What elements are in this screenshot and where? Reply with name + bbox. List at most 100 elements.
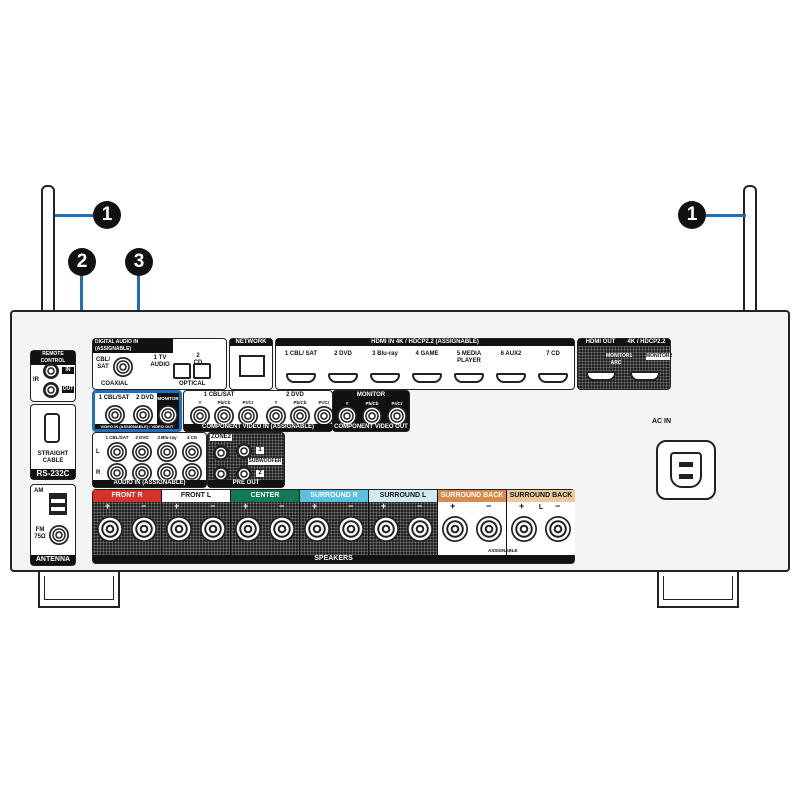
speaker-terminal-plus[interactable] [511,516,537,542]
plus-sign: + [105,501,111,511]
hdmi-in-port-2[interactable] [328,373,358,383]
component-in-jack[interactable] [238,406,258,426]
hdmi-in-port-1[interactable] [286,373,316,383]
component-in-label: COMPONENT VIDEO IN (ASSIGNABLE) [184,424,332,431]
hdmi-out-title: HDMI OUT [578,339,623,346]
ethernet-port[interactable] [239,355,265,377]
hdmi-in-panel: HDMI IN 4K / HDCP2.2 (ASSIGNABLE) 1 CBL/… [275,338,575,390]
speaker-terminal-minus[interactable] [545,516,571,542]
coaxial-jack[interactable] [113,357,133,377]
component-out-col-label: Pb/Cb [365,401,379,406]
speaker-terminal-minus[interactable] [131,516,157,542]
audio-in-r-jack[interactable] [182,463,202,483]
hdmi-in-port-3[interactable] [370,373,400,383]
ir-in-label: IN [62,367,74,374]
audio-in-r-jack[interactable] [157,463,177,483]
plus-sign: + [519,501,525,511]
component-in-jack[interactable] [214,406,234,426]
minus-sign: − [486,501,492,511]
speaker-section-label: SURROUND R [300,490,368,502]
speaker-terminal-minus[interactable] [407,516,433,542]
component-in-1-label: 1 CBL/SAT [203,392,235,398]
hdmi-in-port-5[interactable] [454,373,484,383]
pre-out-label: PRE OUT [208,480,284,487]
minus-sign: − [210,501,216,511]
component-out-col-label: Y [345,401,349,406]
audio-r-label: R [96,470,101,476]
callout-line-1-left [55,214,95,217]
subwoofer-1-jack[interactable] [236,443,252,459]
audio-in-r-jack[interactable] [132,463,152,483]
audio-in-label-1: 1 CBL/SAT [105,435,129,440]
hdmi-monitor1-label: MONITOR1 ARC [606,353,633,366]
plus-sign: + [381,501,387,511]
speaker-terminal-minus[interactable] [269,516,295,542]
ir-in-jack[interactable] [43,363,59,379]
speaker-section-label: SURROUND BACK L [507,490,575,511]
component-in-jack[interactable] [290,406,310,426]
speaker-terminal-minus[interactable] [200,516,226,542]
video-in-2-jack[interactable] [133,405,153,425]
audio-in-l-jack[interactable] [182,442,202,462]
speaker-section-label: SURROUND L [369,490,437,502]
hdmi-in-label-3: 3 Blu-ray [372,351,398,357]
plus-sign: + [174,501,180,511]
component-in-jack[interactable] [314,406,334,426]
rs232c-port[interactable] [44,413,60,443]
audio-l-label: L [96,449,100,455]
plus-sign: + [450,501,456,511]
hdmi-monitor2-label: MONITOR2 [646,353,673,360]
ac-inlet[interactable] [656,440,716,500]
component-out-jack[interactable] [387,406,407,426]
component-in-2-label: 2 DVD [286,392,304,398]
video-in-1-jack[interactable] [105,405,125,425]
component-out-jack[interactable] [337,406,357,426]
component-in-jack[interactable] [266,406,286,426]
video-in-1-label: 1 CBL/SAT [98,395,130,401]
video-label: VIDEO IN (ASSIGNABLE) / VIDEO OUT [95,424,179,429]
callout-2: 2 [68,248,96,276]
audio-in-l-jack[interactable] [132,442,152,462]
speaker-terminal-minus[interactable] [476,516,502,542]
hdmi-out-monitor1-port[interactable] [586,371,616,381]
hdmi-out-monitor2-port[interactable] [630,371,660,381]
speaker-terminal-plus[interactable] [97,516,123,542]
hdmi-in-port-6[interactable] [496,373,526,383]
optical-2-jack[interactable] [193,363,211,379]
subwoofer-2-jack[interactable] [236,466,252,482]
hdmi-in-port-4[interactable] [412,373,442,383]
optical-1-jack[interactable] [173,363,191,379]
zone2-l-jack[interactable] [213,445,229,461]
am-terminal[interactable] [49,493,67,515]
zone2-r-jack[interactable] [213,466,229,482]
speaker-terminal-plus[interactable] [235,516,261,542]
audio-in-l-jack[interactable] [107,442,127,462]
video-out-jack[interactable] [158,405,178,425]
hdmi-in-title: HDMI IN 4K / HDCP2.2 (ASSIGNABLE) [276,339,574,346]
speaker-terminal-plus[interactable] [442,516,468,542]
speaker-terminal-plus[interactable] [373,516,399,542]
speaker-terminal-plus[interactable] [166,516,192,542]
audio-in-label-2: 2 DVD [135,435,149,440]
fm-jack[interactable] [49,525,69,545]
component-out-jack[interactable] [362,406,382,426]
rs232c-title: RS-232C [31,469,75,479]
hdmi-in-label-2: 2 DVD [334,351,352,357]
component-col-label: Y [274,400,278,405]
ir-out-jack[interactable] [43,382,59,398]
component-in-jack[interactable] [190,406,210,426]
speaker-section-surround-r: SURROUND R+− [300,490,368,555]
subwoofer-label: SUBWOOFER [248,458,282,465]
audio-in-label-4: 4 CD [186,435,198,440]
hdmi-out-panel: HDMI OUT 4K / HDCP2.2 MONITOR1 ARC MONIT… [577,338,673,390]
audio-in-r-jack[interactable] [107,463,127,483]
speaker-terminal-minus[interactable] [338,516,364,542]
hdmi-in-port-7[interactable] [538,373,568,383]
antenna-title: ANTENNA [31,555,75,565]
speaker-terminal-plus[interactable] [304,516,330,542]
coaxial-label: COAXIAL [101,381,128,387]
audio-in-l-jack[interactable] [157,442,177,462]
video-monitor-label: MONITOR [157,396,179,401]
straight-cable-label: STRAIGHT CABLE [37,451,69,464]
